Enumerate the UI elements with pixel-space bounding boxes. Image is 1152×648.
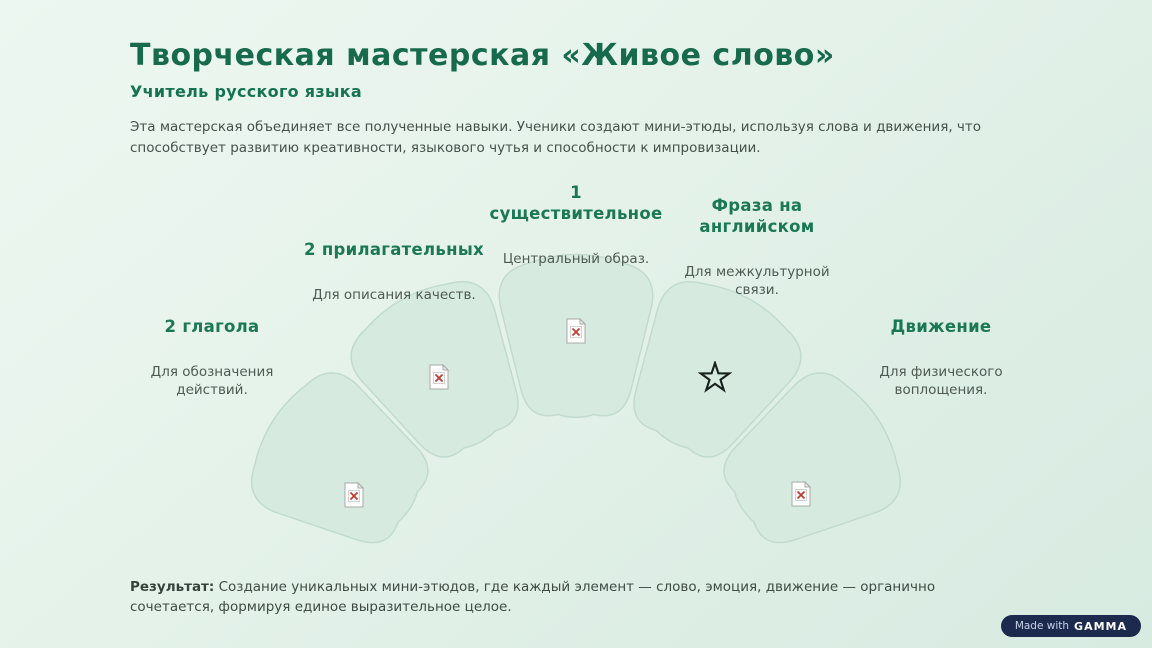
label-noun-desc: Центральный образ. (502, 251, 650, 267)
gamma-logo: GAMMA (1074, 619, 1127, 633)
broken-image-icon (789, 479, 813, 509)
star-icon (698, 361, 732, 395)
label-adjectives: 2 прилагательных Для описания качеств. (304, 220, 484, 323)
label-phrase-heading: Фраза на английском (699, 196, 815, 236)
label-movement: Движение Для физического воплощения. (879, 297, 1002, 418)
label-adjectives-heading: 2 прилагательных (303, 240, 485, 259)
label-phrase: Фраза на английском Для межкультурной св… (684, 176, 829, 318)
result-label: Результат: (130, 579, 215, 595)
label-noun: 1 существительное Центральный образ. (489, 163, 662, 287)
label-verbs: 2 глагола Для обозначения действий. (151, 297, 274, 418)
page-subtitle: Учитель русского языка (130, 82, 362, 101)
label-verbs-desc: Для обозначения действий. (150, 364, 274, 398)
label-adjectives-desc: Для описания качеств. (312, 287, 476, 303)
page-title: Творческая мастерская «Живое слово» (130, 38, 835, 73)
label-noun-heading: 1 существительное (489, 183, 663, 223)
result-text: Результат: Создание уникальных мини-этюд… (130, 577, 1000, 617)
result-body: Создание уникальных мини-этюдов, где каж… (130, 579, 936, 615)
broken-image-icon (564, 316, 588, 346)
broken-image-icon (342, 480, 366, 510)
badge-prefix: Made with (1014, 620, 1070, 632)
label-verbs-heading: 2 глагола (164, 317, 260, 336)
broken-image-icon (427, 362, 451, 392)
intro-paragraph: Эта мастерская объединяет все полученные… (130, 119, 982, 156)
label-movement-desc: Для физического воплощения. (879, 364, 1003, 398)
label-movement-heading: Движение (890, 317, 992, 336)
label-phrase-desc: Для межкультурной связи. (684, 264, 830, 298)
made-with-gamma-badge[interactable]: Made with GAMMA (1000, 615, 1141, 637)
